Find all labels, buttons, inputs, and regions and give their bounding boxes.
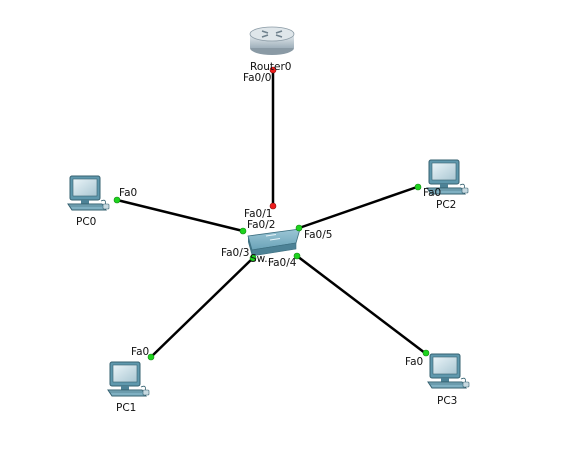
port-indicator-switch-fa0-1 (269, 202, 277, 210)
port-indicator-pc3-fa0 (422, 349, 430, 357)
port-indicator-switch-fa0-5 (295, 224, 303, 232)
switch-icon[interactable] (247, 228, 301, 257)
pc0-port-label: Fa0 (119, 187, 137, 199)
router-icon[interactable] (249, 26, 295, 55)
pc0-name-label: PC0 (76, 216, 96, 228)
pc2-name-label: PC2 (436, 199, 456, 211)
pc0-icon[interactable] (67, 175, 110, 211)
pc3-port-label: Fa0 (405, 356, 423, 368)
link-pc0-switch[interactable] (116, 198, 244, 233)
pc3-name-label: PC3 (437, 395, 457, 407)
port-indicator-pc0-fa0 (113, 196, 121, 204)
port-indicator-router-fa0-0 (269, 66, 277, 74)
link-pc3-switch[interactable] (296, 255, 426, 354)
switch-port-label-fa0-3: Fa0/3 (221, 247, 249, 259)
pc1-name-label: PC1 (116, 402, 136, 414)
switch-port-label-fa0-1: Fa0/1 (244, 208, 272, 220)
link-pc2-switch[interactable] (298, 185, 418, 230)
port-indicator-pc2-fa0 (414, 183, 422, 191)
pc3-icon[interactable] (427, 353, 470, 389)
switch-port-label-fa0-5: Fa0/5 (304, 229, 332, 241)
switch-name-label: Sw... (250, 253, 274, 265)
pc2-port-label: Fa0 (423, 187, 441, 199)
switch-port-label-fa0-4: Fa0/4 (268, 257, 297, 269)
pc1-icon[interactable] (107, 361, 150, 397)
port-indicator-switch-fa0-4 (293, 252, 301, 260)
port-indicator-switch-fa0-2 (239, 227, 247, 235)
port-indicator-switch-fa0-3 (249, 254, 257, 262)
link-pc1-switch[interactable] (151, 257, 254, 357)
router-port-label: Fa0/0 (243, 72, 271, 84)
switch-port-label-fa0-2: Fa0/2 (247, 219, 275, 231)
pc1-port-label: Fa0 (131, 346, 149, 358)
router-name-label: Router0 (250, 61, 291, 73)
port-indicator-pc1-fa0 (147, 353, 155, 361)
